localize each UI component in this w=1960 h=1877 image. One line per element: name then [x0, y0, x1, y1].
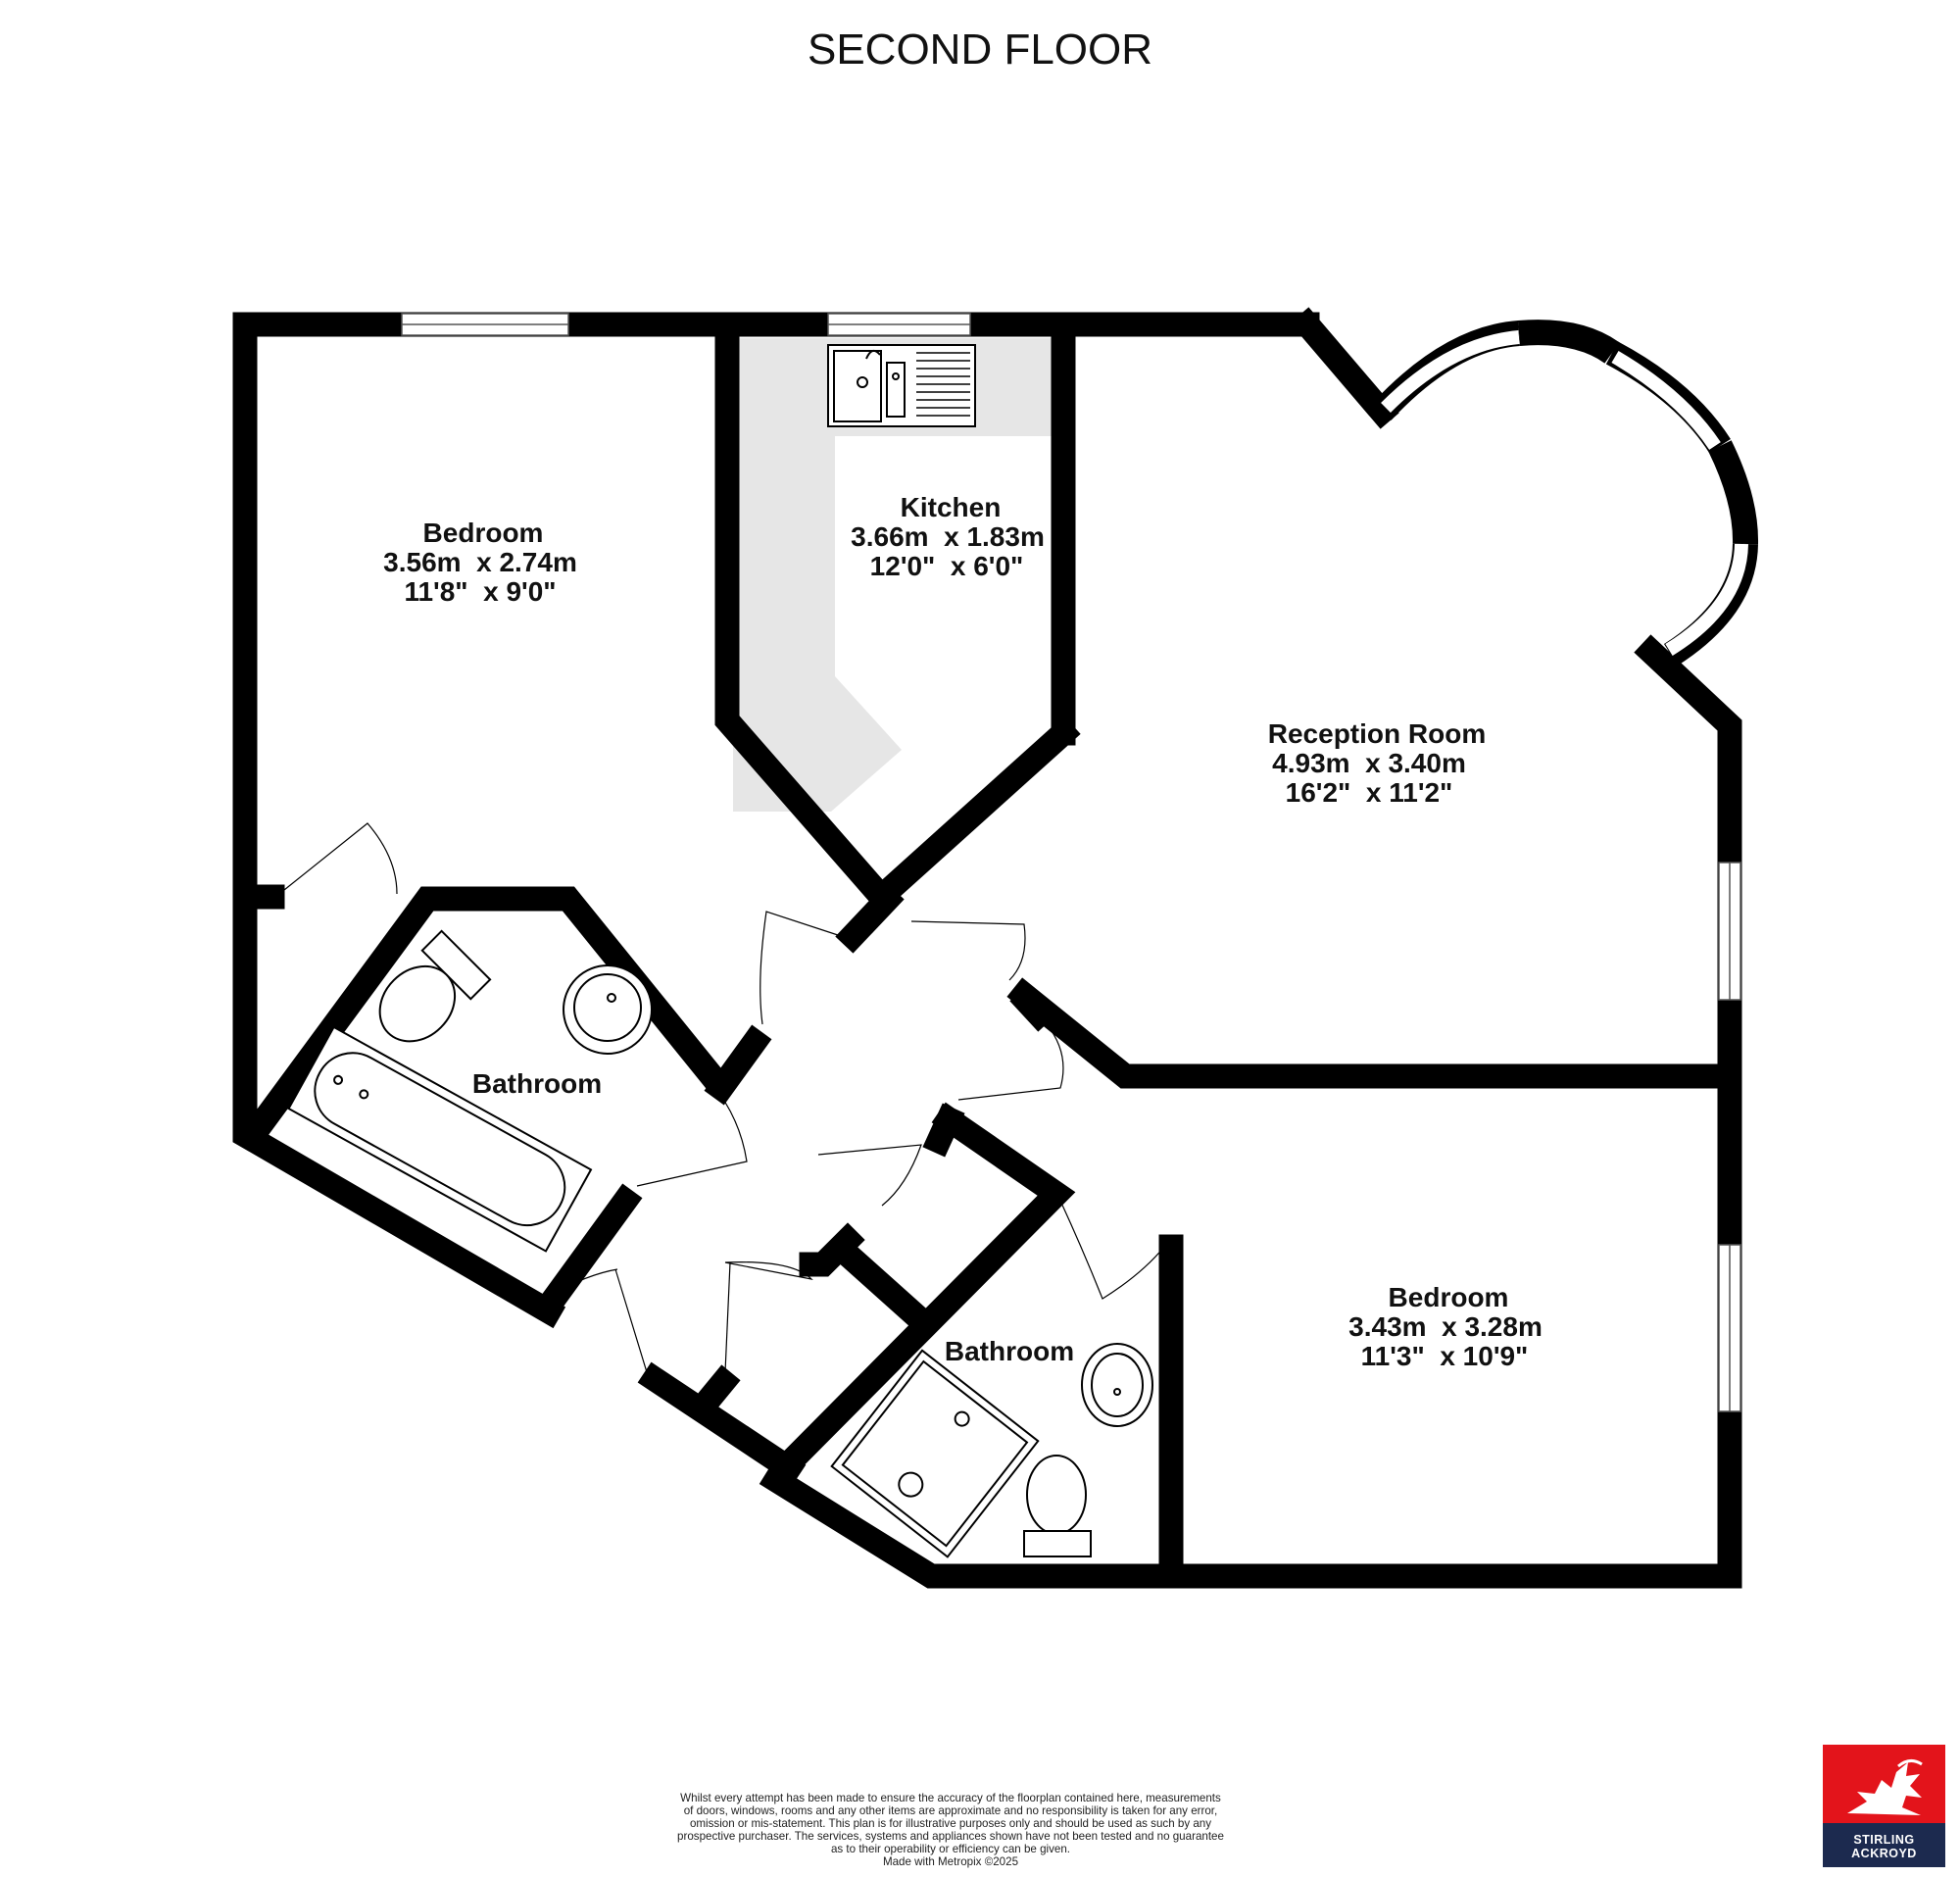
- room-metric-kitchen: 3.66m x 1.83m: [851, 521, 1045, 552]
- room-imperial-kitchen: 12'0" x 6'0": [870, 551, 1024, 581]
- disclaimer-line: prospective purchaser. The services, sys…: [677, 1830, 1224, 1843]
- toilet-icon: [378, 929, 492, 1043]
- shower-tray-icon: [830, 1349, 1040, 1558]
- room-metric-bedroom-1: 3.56m x 2.74m: [383, 547, 577, 577]
- brand-logo: STIRLING ACKROYD: [1823, 1745, 1945, 1867]
- bathroom-2-fixtures: [830, 1343, 1153, 1558]
- bathroom-2-wall-north: [776, 1102, 1076, 1476]
- room-metric-bedroom-2: 3.43m x 3.28m: [1348, 1311, 1543, 1342]
- reception-wall-south: [1006, 977, 1730, 1089]
- brand-name-line-2: ACKROYD: [1851, 1847, 1917, 1860]
- room-imperial-bedroom-2: 11'3" x 10'9": [1361, 1341, 1529, 1371]
- room-name-kitchen: Kitchen: [901, 492, 1002, 522]
- outer-wall: [232, 312, 1320, 1329]
- kitchen-floor-area: [733, 338, 1054, 812]
- cupboard-wall-diagonal: [830, 1237, 931, 1331]
- reception-door-stub: [1009, 984, 1056, 1032]
- outer-wall-north-east: [1290, 307, 1399, 429]
- bathroom-1-wall-stub: [704, 1024, 772, 1106]
- bay-window: [1372, 320, 1759, 666]
- door-bathroom-2: [1059, 1200, 1165, 1300]
- room-name-bedroom-1: Bedroom: [423, 518, 544, 548]
- room-imperial-reception: 16'2" x 11'2": [1286, 777, 1453, 808]
- door-cupboard-2: [724, 1261, 813, 1280]
- room-name-reception: Reception Room: [1268, 718, 1486, 749]
- door-reception: [910, 920, 1026, 981]
- disclaimer-line: Whilst every attempt has been made to en…: [680, 1792, 1221, 1804]
- bathtub-icon: [287, 1025, 593, 1253]
- bathroom-2-wall-stub: [922, 1103, 965, 1158]
- room-name-bathroom-1: Bathroom: [472, 1068, 602, 1099]
- kitchen-wall-diagonal: [869, 716, 1081, 910]
- griffin-icon: [1847, 1759, 1923, 1815]
- washbasin-icon: [563, 964, 653, 1055]
- door-bedroom-1: [278, 822, 398, 895]
- disclaimer-line: as to their operability or efficiency ca…: [830, 1843, 1071, 1855]
- windows: [401, 313, 1741, 1412]
- door-cupboard-1: [817, 1144, 922, 1207]
- door-bathroom-1: [636, 1082, 748, 1187]
- toilet-2-icon: [1023, 1455, 1092, 1557]
- door-south: [548, 1268, 648, 1373]
- room-labels: Bedroom 3.56m x 2.74m 11'8" x 9'0" Kitch…: [383, 492, 1543, 1371]
- floor-title: SECOND FLOOR: [808, 25, 1152, 74]
- door-kitchen: [760, 911, 842, 1025]
- kitchen-wall-stub: [835, 882, 905, 954]
- disclaimer-line: omission or mis-statement. This plan is …: [689, 1817, 1212, 1830]
- room-name-bathroom-2: Bathroom: [945, 1336, 1074, 1366]
- washbasin-2-icon: [1081, 1343, 1153, 1427]
- disclaimer: Whilst every attempt has been made to en…: [608, 1792, 1294, 1868]
- kitchen-sink-unit: [827, 344, 976, 427]
- door-swings: [278, 822, 1165, 1373]
- brand-band: [1823, 1823, 1945, 1867]
- brand-name-line-1: STIRLING: [1853, 1833, 1915, 1847]
- outer-wall-south-west: [637, 1361, 807, 1486]
- room-metric-reception: 4.93m x 3.40m: [1272, 748, 1466, 778]
- disclaimer-line: of doors, windows, rooms and any other i…: [683, 1804, 1218, 1817]
- door-bedroom-2: [957, 1023, 1064, 1101]
- outer-wall-east: [759, 634, 1742, 1589]
- disclaimer-credit: Made with Metropix ©2025: [882, 1855, 1019, 1868]
- bathroom-1-fixtures: [287, 929, 653, 1253]
- kitchen-wall-west: [714, 325, 895, 910]
- room-name-bedroom-2: Bedroom: [1389, 1282, 1509, 1312]
- cupboard-wall-stub: [692, 1364, 741, 1416]
- room-imperial-bedroom-1: 11'8" x 9'0": [404, 576, 556, 607]
